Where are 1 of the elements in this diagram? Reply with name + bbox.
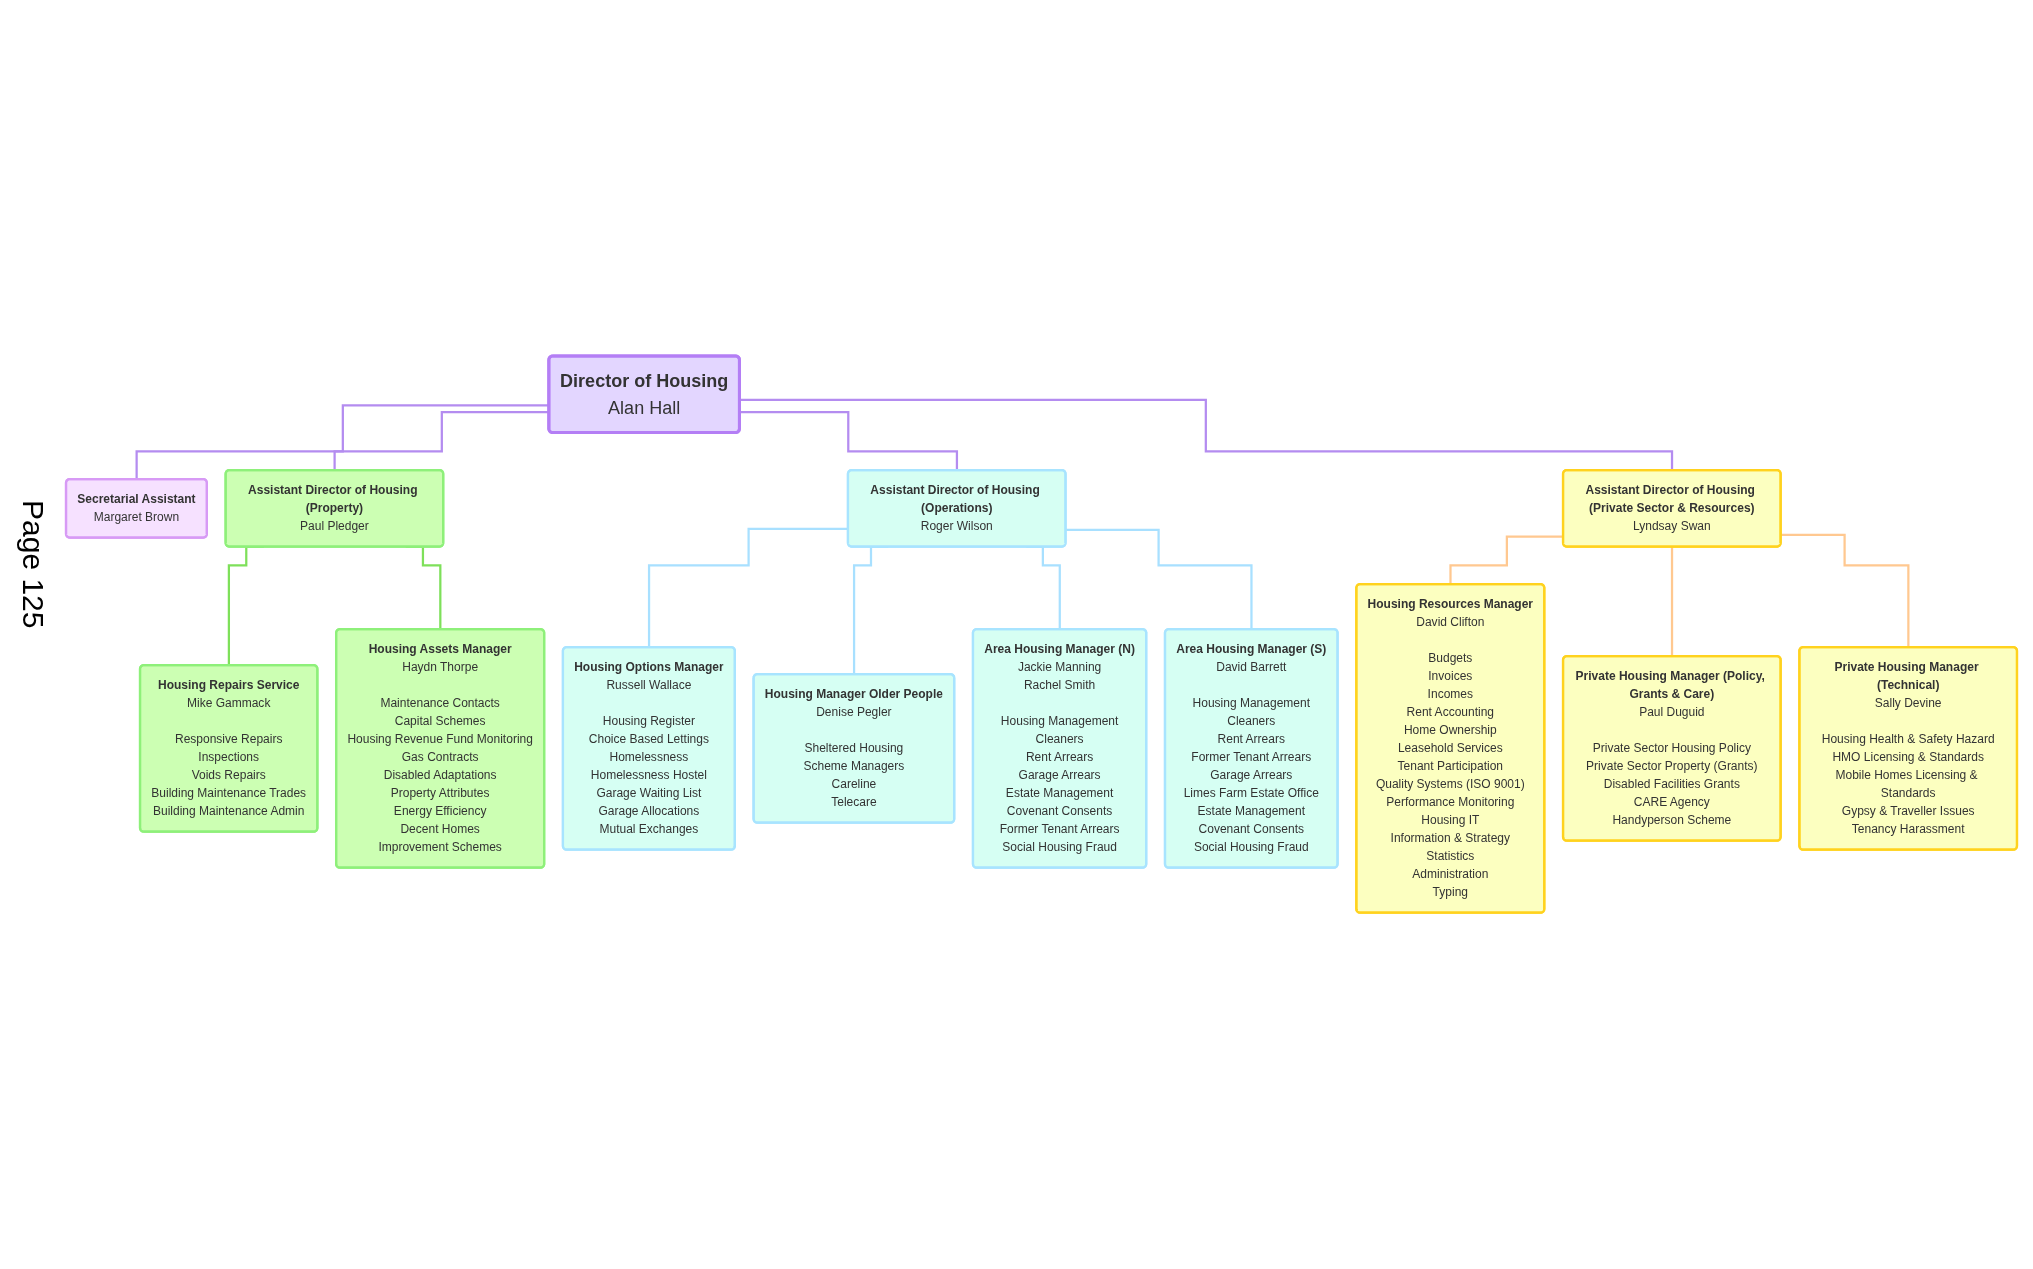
page-number: Page 125 (16, 500, 50, 629)
